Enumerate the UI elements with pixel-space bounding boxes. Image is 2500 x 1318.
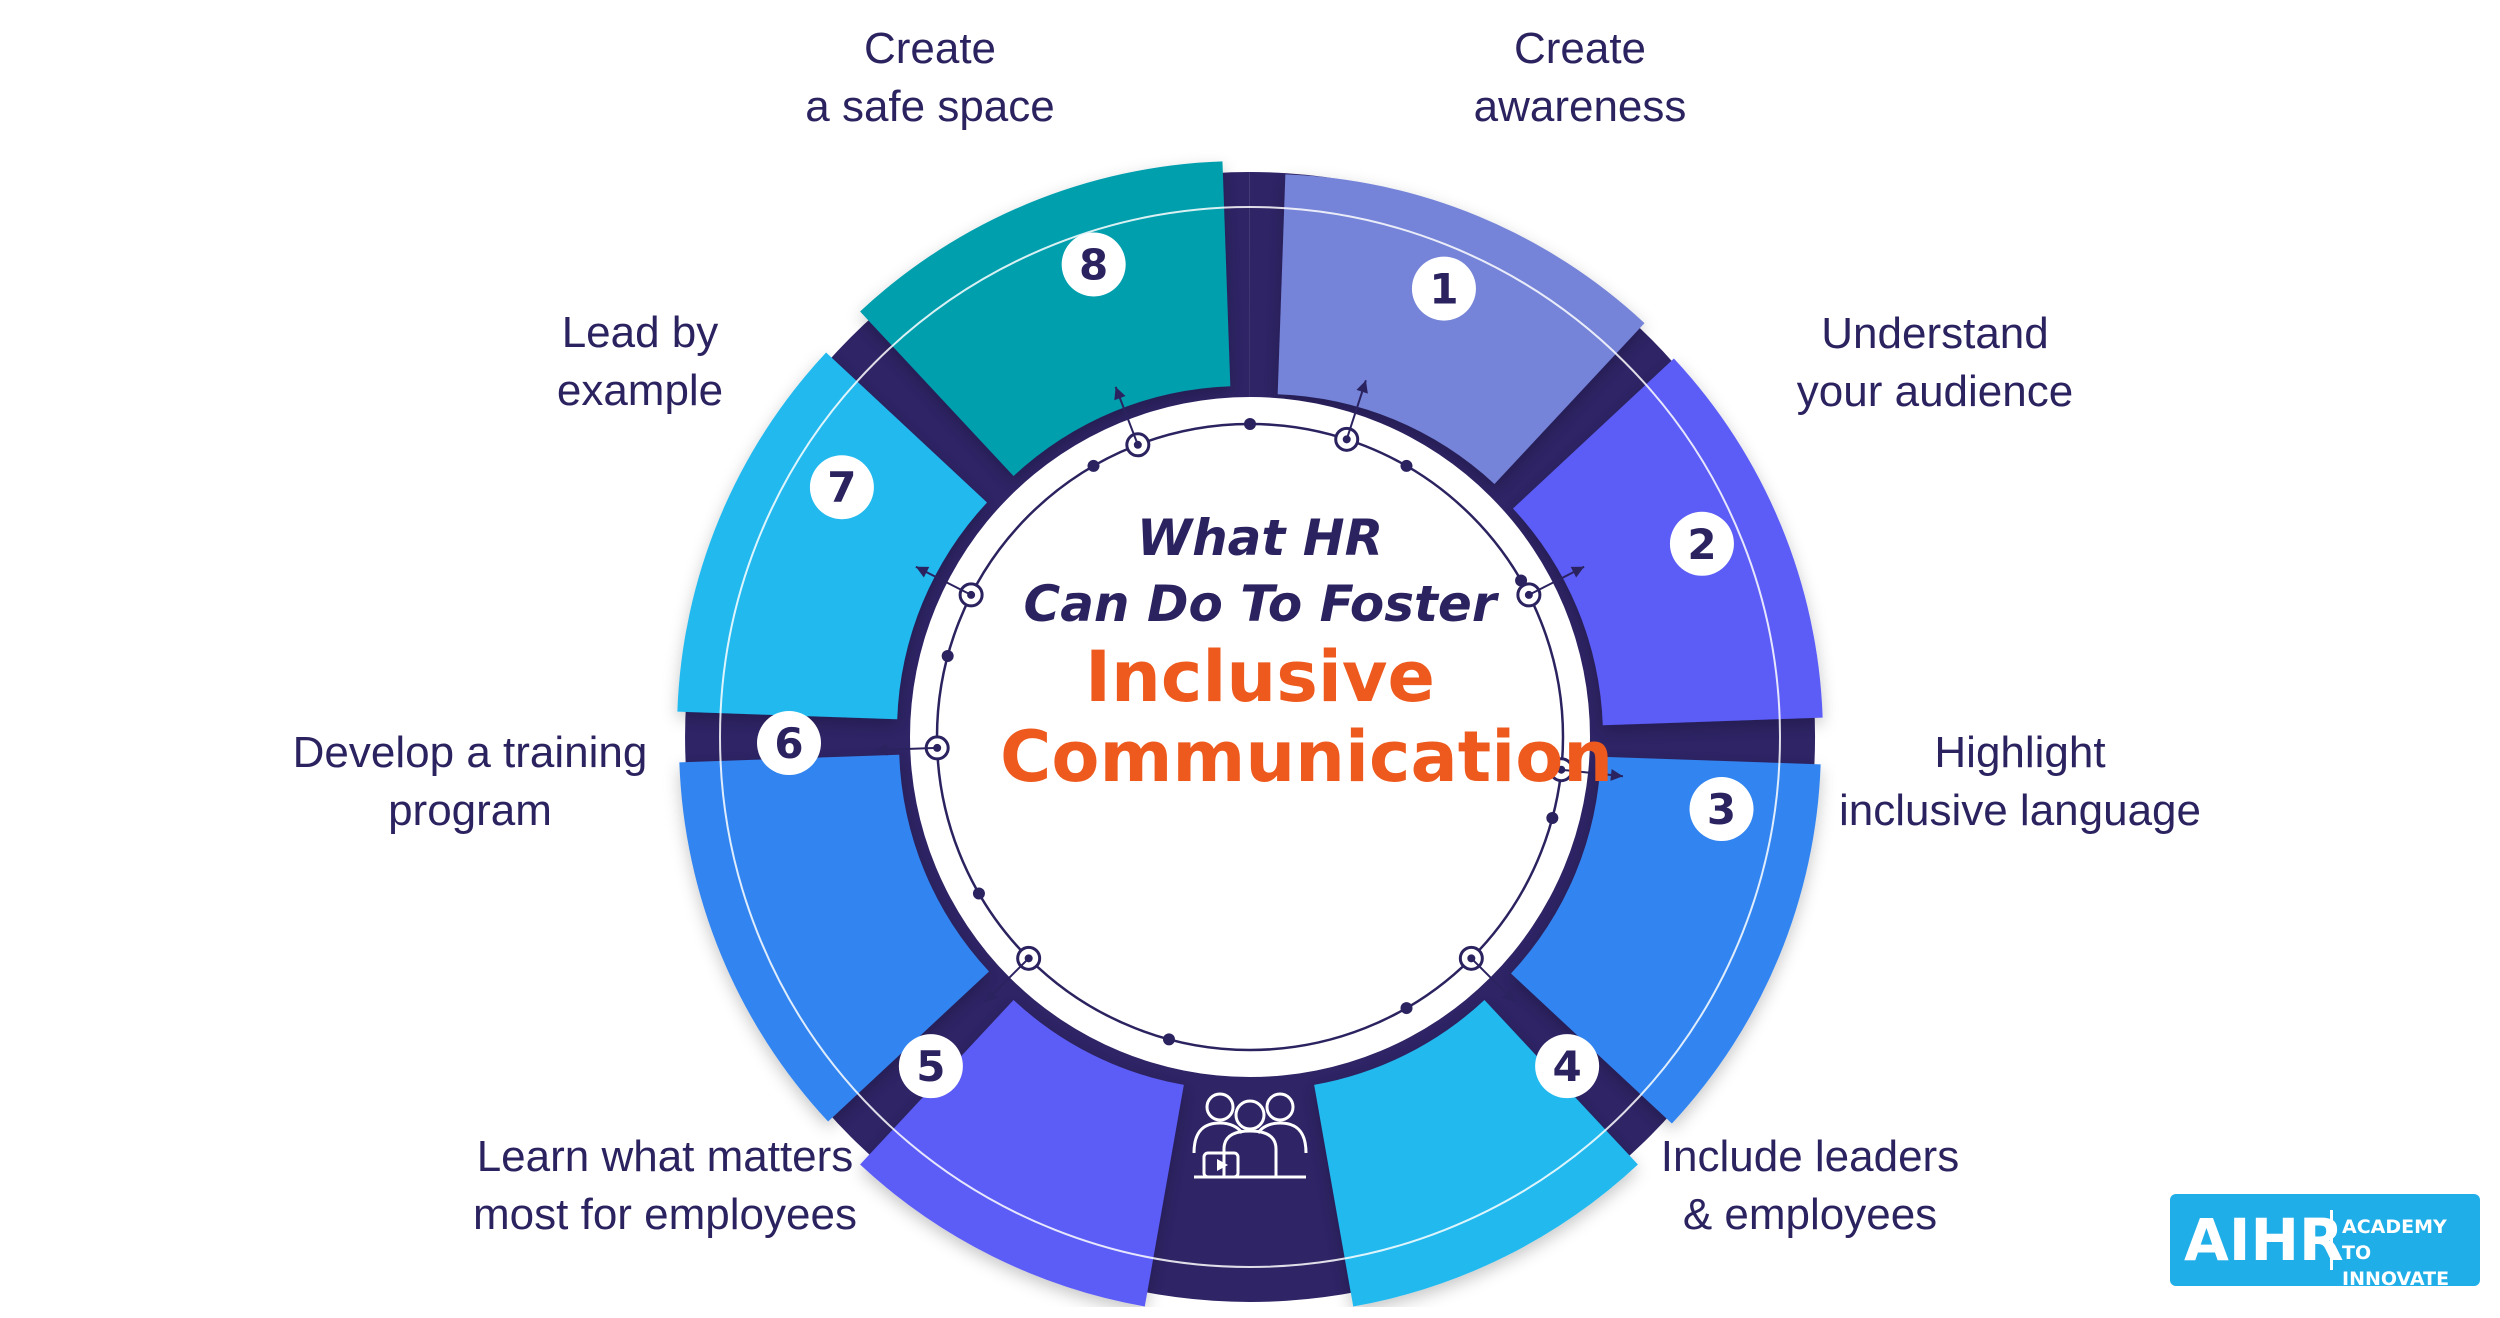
step-number-circle-1: [1411, 256, 1476, 321]
title-line-1: What HR: [1136, 509, 1384, 567]
connector-arrow-8: [1114, 386, 1126, 401]
step-number-circle-6: [757, 711, 821, 775]
connector-arrow-2: [1570, 566, 1585, 578]
connector-arrow-5: [984, 989, 998, 1003]
inner-disk: [910, 397, 1590, 1077]
connector-arrow-6: [875, 743, 888, 756]
segment-5: [860, 1000, 1184, 1307]
highlight-line-2: Communication: [1000, 716, 1614, 798]
logo-mark: AIHR: [2184, 1206, 2344, 1274]
ring-dot-4: [1546, 812, 1559, 825]
connector-arrow-7: [915, 566, 930, 578]
step-number-1: 1: [1429, 265, 1458, 314]
highlight-line-1: Inclusive: [1085, 636, 1435, 718]
step-number-2: 2: [1687, 520, 1716, 569]
wheel-base-ring: [685, 172, 1816, 1302]
step-number-circle-8: [1061, 232, 1126, 297]
ring-dot-8: [941, 649, 954, 662]
segment-4: [1314, 1000, 1638, 1307]
step-number-3: 3: [1707, 785, 1736, 834]
step-number-4: 4: [1553, 1042, 1582, 1091]
ring-dot-1: [1244, 418, 1256, 430]
team-meeting-icon: [1192, 1092, 1308, 1179]
ring-dot-2: [1400, 459, 1413, 472]
ring-dot-5: [1400, 1002, 1413, 1015]
step-label-4: Include leaders& employees: [1660, 1132, 1960, 1239]
step-number-circle-3: [1689, 777, 1754, 842]
step-number-8: 8: [1079, 240, 1108, 289]
connector-arrow-3: [1610, 768, 1623, 781]
segment-3: [1511, 756, 1821, 1124]
ring-dot-6: [1162, 1033, 1175, 1046]
connector-arrow-1: [1356, 380, 1368, 394]
segment-7: [677, 352, 987, 720]
segment-8: [860, 161, 1231, 476]
step-number-circle-7: [809, 455, 874, 520]
step-number-7: 7: [827, 463, 856, 512]
connector-arrow-4: [1502, 989, 1516, 1003]
segment-1: [1277, 174, 1645, 484]
step-number-circle-5: [898, 1034, 963, 1099]
step-number-5: 5: [916, 1042, 945, 1091]
logo-divider: [2330, 1210, 2333, 1270]
step-number-6: 6: [774, 719, 803, 768]
title-line-2: Can Do To Foster: [1023, 575, 1497, 633]
step-number-circle-4: [1535, 1034, 1600, 1099]
segment-2: [1513, 358, 1823, 726]
ring-dot-9: [1087, 459, 1100, 472]
ring-dot-7: [972, 887, 985, 900]
outer-ring-line: [719, 206, 1781, 1268]
segment-6: [679, 754, 989, 1122]
step-number-circle-2: [1669, 511, 1734, 576]
center-title: What HR Can Do To Foster Inclusive Commu…: [1000, 505, 1614, 798]
